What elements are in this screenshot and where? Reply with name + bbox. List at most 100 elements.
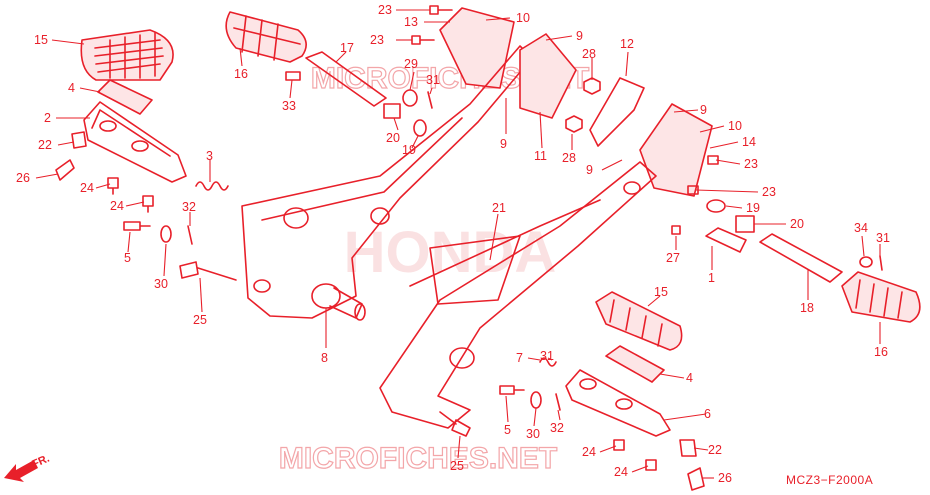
heel-guard-left (439, 7, 515, 89)
cotter-pin-31 (427, 91, 433, 109)
main-step-bracket (241, 45, 533, 319)
callout-25: 25 (450, 459, 464, 473)
callout-30: 30 (526, 427, 540, 441)
bushing-left (71, 131, 87, 149)
callout-9: 9 (700, 103, 707, 117)
callout-28: 28 (582, 47, 596, 61)
bolt-25-left (179, 261, 237, 281)
step-bracket-right (379, 161, 657, 429)
rubber-footpeg-rear-left (225, 11, 307, 63)
mount-bracket-12 (589, 77, 645, 147)
callout-10: 10 (728, 119, 742, 133)
callout-26: 26 (16, 171, 30, 185)
callout-20: 20 (386, 131, 400, 145)
callout-21: 21 (492, 201, 506, 215)
callout-18: 18 (800, 301, 814, 315)
callout-19: 19 (402, 143, 416, 157)
bolt-23-a (429, 5, 453, 15)
callout-32: 32 (182, 200, 196, 214)
heel-guard-right (639, 103, 713, 197)
leader-lines (35, 9, 881, 479)
collar-20 (383, 103, 401, 119)
heel-arm-right (705, 227, 747, 253)
callout-31: 31 (876, 231, 890, 245)
bolt-27 (671, 225, 681, 235)
front-label: FR. (30, 453, 51, 471)
callout-23: 23 (744, 157, 758, 171)
rubber-footpeg-front-right (595, 291, 683, 351)
callout-5: 5 (504, 423, 511, 437)
callout-9: 9 (586, 163, 593, 177)
return-spring-left (195, 181, 229, 191)
bolt-24-b (142, 195, 154, 213)
footpeg-plate-left (97, 79, 153, 115)
pin-left (55, 159, 75, 181)
rubber-footpeg-left (80, 29, 174, 81)
bolt-23-b (411, 35, 435, 45)
bolt-23-c (707, 155, 719, 165)
callout-4: 4 (68, 81, 75, 95)
callout-1: 1 (708, 271, 715, 285)
callout-33: 33 (282, 99, 296, 113)
bolt-24-c (613, 439, 625, 451)
brand-watermark: HONDA (344, 220, 557, 285)
pin-33 (285, 71, 301, 81)
callout-22: 22 (708, 443, 722, 457)
heel-arm (305, 51, 387, 107)
callout-25: 25 (193, 313, 207, 327)
callout-9: 9 (576, 29, 583, 43)
diagram-code: MCZ3−F2000A (786, 473, 873, 487)
cotter-pin-31-right (879, 255, 883, 271)
callout-24: 24 (614, 465, 628, 479)
callout-6: 6 (704, 407, 711, 421)
callout-13: 13 (404, 15, 418, 29)
cotter-pin-right (555, 393, 561, 411)
callout-7: 7 (516, 351, 523, 365)
footpeg-arm-18 (759, 233, 843, 283)
callout-8: 8 (321, 351, 328, 365)
bolt-23-d (687, 185, 699, 195)
callout-29: 29 (404, 57, 418, 71)
callout-4: 4 (686, 371, 693, 385)
footpeg-bracket-right (565, 369, 671, 437)
return-spring-right (539, 357, 557, 367)
callout-31: 31 (540, 349, 554, 363)
callout-2: 2 (44, 111, 51, 125)
callout-28: 28 (562, 151, 576, 165)
callout-15: 15 (654, 285, 668, 299)
callout-24: 24 (80, 181, 94, 195)
callout-3: 3 (206, 149, 213, 163)
bolt-24-a (107, 177, 119, 195)
callout-5: 5 (124, 251, 131, 265)
callout-23: 23 (370, 33, 384, 47)
callout-26: 26 (718, 471, 732, 485)
callout-17: 17 (340, 41, 354, 55)
washer-34 (859, 256, 873, 268)
callout-10: 10 (516, 11, 530, 25)
rubber-footpeg-right (841, 271, 921, 323)
collar-20-right (735, 215, 755, 233)
callout-12: 12 (620, 37, 634, 51)
nut-28-b (565, 115, 583, 133)
callout-30: 30 (154, 277, 168, 291)
arrow-icon (4, 460, 38, 482)
callout-23: 23 (762, 185, 776, 199)
callout-16: 16 (874, 345, 888, 359)
footpeg-bracket-left (83, 101, 187, 183)
callout-9: 9 (500, 137, 507, 151)
bolt-24-d (645, 459, 657, 471)
washer-right (530, 391, 542, 409)
callout-34: 34 (854, 221, 868, 235)
callout-24: 24 (110, 199, 124, 213)
callout-16: 16 (234, 67, 248, 81)
callout-14: 14 (742, 135, 756, 149)
bolt-25-right (439, 411, 471, 437)
callout-22: 22 (38, 138, 52, 152)
callout-24: 24 (582, 445, 596, 459)
callout-27: 27 (666, 251, 680, 265)
clevis-pin-left (123, 221, 151, 231)
callout-23: 23 (378, 3, 392, 17)
washer-19 (413, 119, 427, 137)
callout-32: 32 (550, 421, 564, 435)
